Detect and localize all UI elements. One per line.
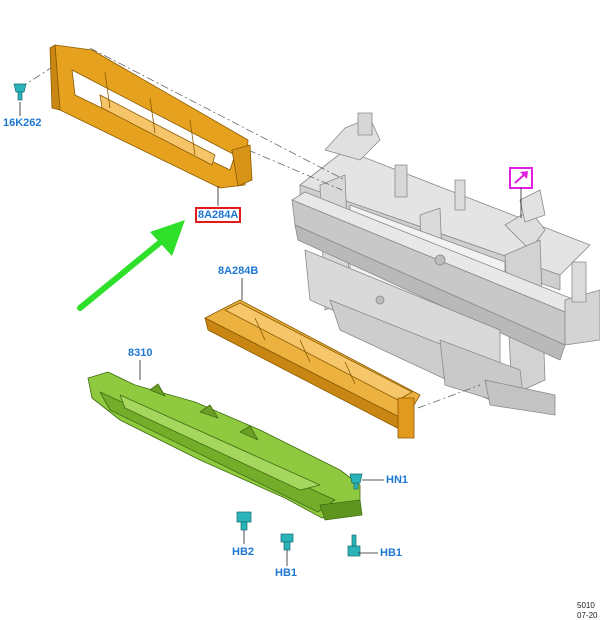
green-arrow-icon	[77, 220, 185, 311]
upper-grille-support	[49, 44, 253, 189]
callout-8a284b: 8A284B	[218, 265, 259, 277]
callout-8a284a: 8A284A	[195, 207, 242, 223]
callout-8310: 8310	[128, 347, 153, 359]
fastener-hb1-right	[347, 534, 361, 557]
callout-hb1-right: HB1	[380, 547, 403, 559]
callout-hb1-left: HB1	[275, 567, 298, 579]
diagram-code: 5010	[577, 601, 595, 610]
callout-16k262: 16K262	[3, 117, 42, 129]
fastener-clip-top	[13, 83, 27, 101]
diagram-date: 07-20	[577, 611, 598, 620]
callout-leaders	[19, 102, 384, 566]
callout-hb2: HB2	[232, 546, 255, 558]
front-end-carrier	[291, 112, 600, 416]
air-deflector	[87, 371, 363, 521]
fastener-hn1	[349, 473, 363, 490]
lower-grille-support	[204, 299, 421, 439]
fastener-hb2	[236, 511, 252, 531]
callout-hn1: HN1	[386, 474, 409, 486]
fastener-hb1-left	[280, 533, 294, 551]
view-arrow-icon	[509, 167, 533, 218]
